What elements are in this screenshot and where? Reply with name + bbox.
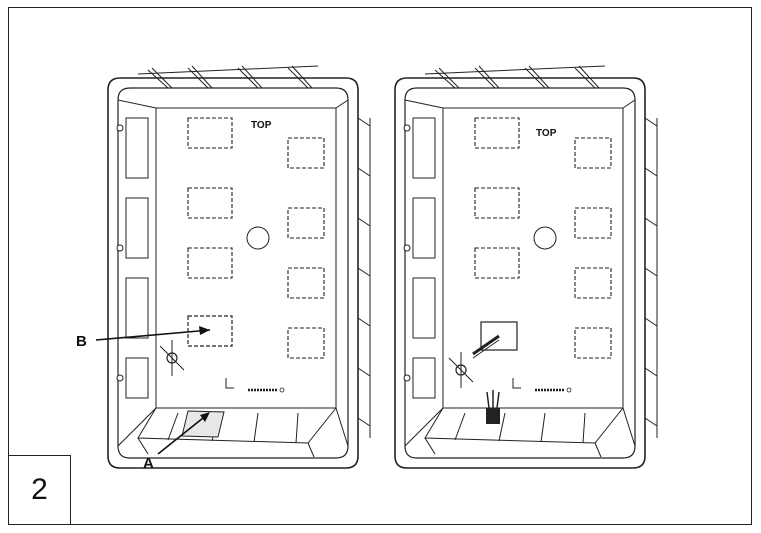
box-left-top-label: TOP (251, 120, 272, 131)
callout-a-leader (157, 413, 209, 455)
figure-number: 2 (31, 473, 48, 506)
callout-b-arrowhead (199, 326, 210, 335)
figure-number-box: 2 (8, 455, 71, 525)
box-right-top-label: TOP (536, 128, 557, 139)
callout-b-label: B (76, 333, 87, 350)
cable-gland-icon (472, 334, 500, 359)
screw-icon (448, 352, 474, 388)
flush-box-right: TOP (393, 64, 659, 470)
knockout-a (181, 410, 225, 438)
screw-icon (159, 340, 185, 376)
callout-a-label: A (143, 455, 154, 472)
knockout-b (187, 315, 233, 347)
open-knockout (480, 321, 518, 351)
flush-box-left: TOP (106, 64, 372, 470)
callout-a-arrowhead (200, 412, 210, 422)
wire-bundle-icon (486, 390, 500, 424)
callout-b-leader (95, 329, 211, 341)
